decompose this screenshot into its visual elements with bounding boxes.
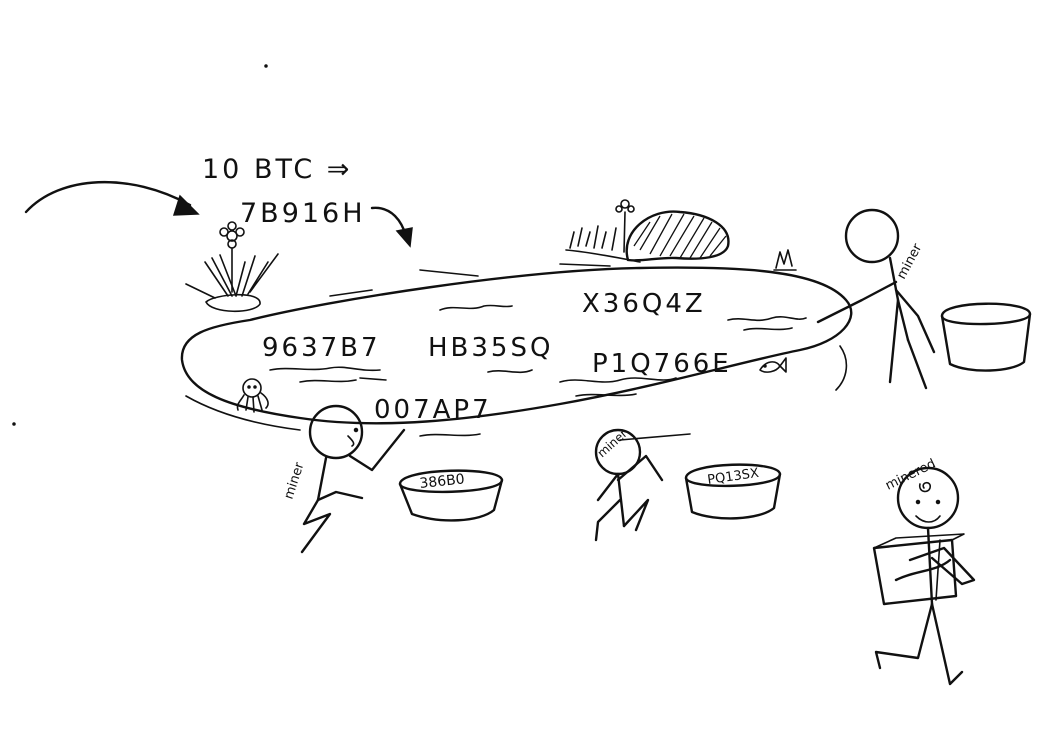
basket-middle: PQ13SX [684,463,782,520]
miner-figure-left: miner [282,404,406,554]
miner-label: miner [282,460,308,501]
basket-label: 386B0 [419,471,466,492]
miner-label: miner [894,241,925,282]
incoming-arrow-left [24,181,200,216]
incoming-arrow-right [370,206,413,248]
pond-code: HB35SQ [428,333,553,363]
pond [180,263,853,441]
transaction-hash-text: 7B916H [240,198,366,229]
grass-tuft [773,249,797,271]
fish-doodle [759,357,787,373]
pond-code: X36Q4Z [582,289,706,319]
pond-code: P1Q766E [592,349,732,379]
successful-miner-figure: minered [872,457,976,686]
basket-left: 386B0 [398,469,504,522]
basket-label: PQ13SX [706,466,759,488]
flower-plant-left [185,221,279,313]
pond-code: 9637B7 [262,333,381,363]
stray-dot [12,422,16,426]
pond-code: 007AP7 [374,395,492,425]
stray-dot [264,64,268,68]
shore-rock [565,199,730,263]
basket-right [940,302,1032,372]
octopus-doodle [236,378,269,413]
miner-figure-right: miner [816,208,936,390]
miner-figure-middle: miner [595,426,664,542]
transaction-amount-text: 10 BTC ⇒ [202,154,352,185]
water-ripples [269,304,807,437]
